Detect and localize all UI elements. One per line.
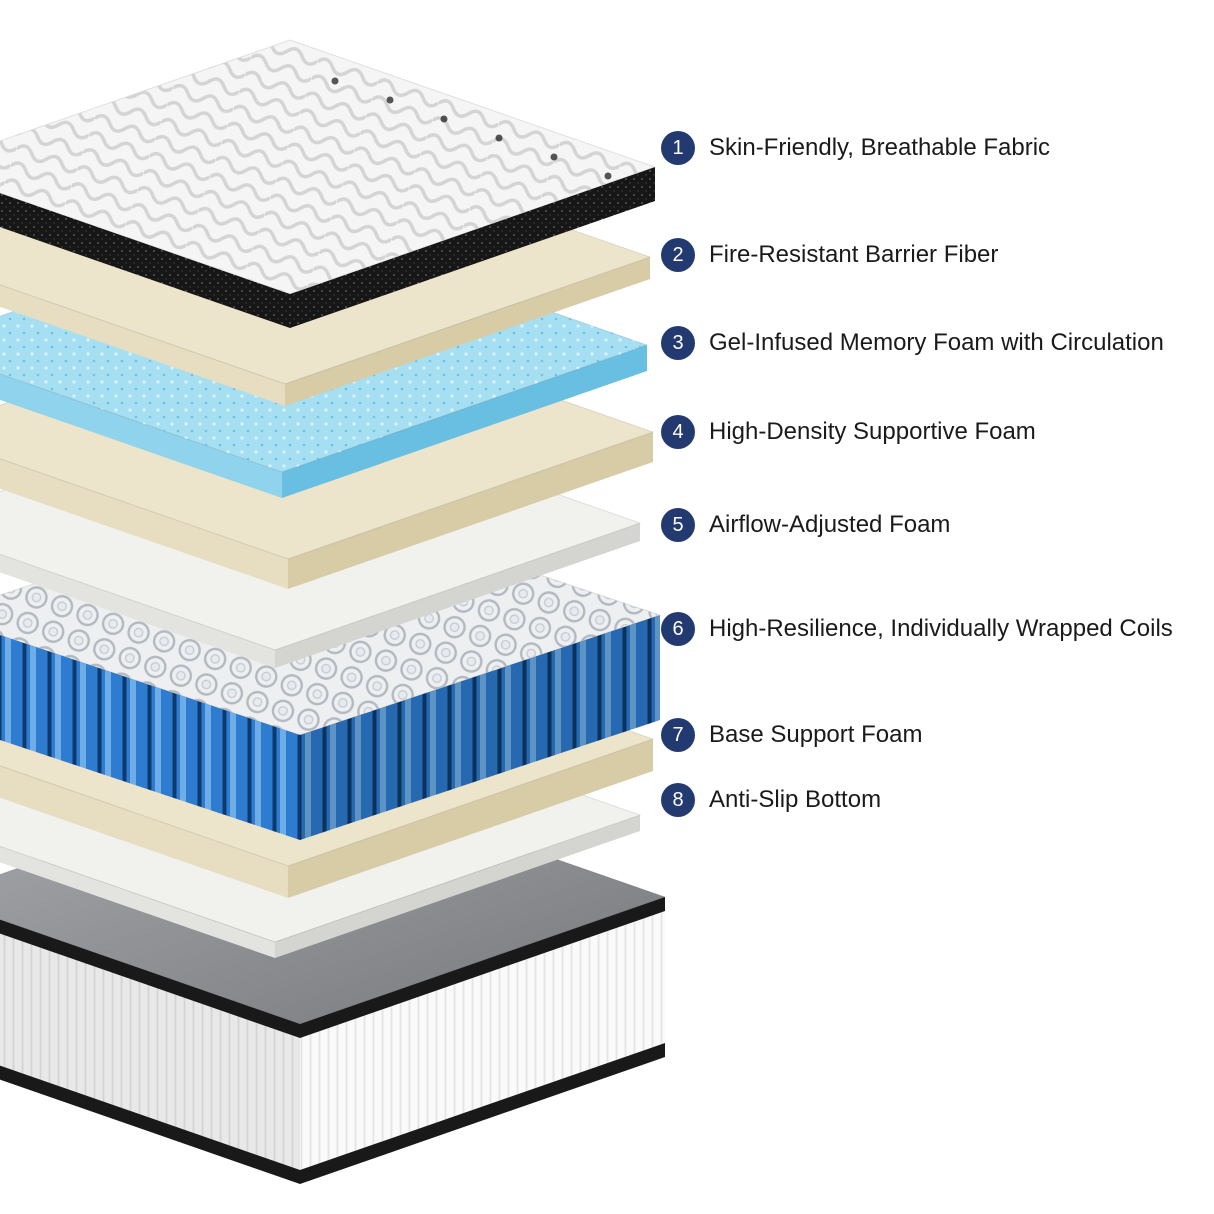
base-left-face bbox=[0, 919, 300, 1184]
fabric-left-edge-tape bbox=[0, 193, 290, 328]
gel-right-face bbox=[282, 345, 647, 498]
layer-number-badge-6: 6 bbox=[661, 612, 695, 646]
layer-1-breathable-fabric bbox=[0, 39, 657, 328]
layer-label-row-4: 4 High-Density Supportive Foam bbox=[661, 415, 1036, 449]
layer-number-badge-4: 4 bbox=[661, 415, 695, 449]
fabric-tufting-dots bbox=[331, 77, 612, 180]
layer-label-7: Base Support Foam bbox=[709, 721, 923, 748]
layer-label-row-5: 5 Airflow-Adjusted Foam bbox=[661, 508, 950, 542]
fabric-right-edge-tape bbox=[290, 167, 655, 328]
layer-number-badge-3: 3 bbox=[661, 326, 695, 360]
layer-label-row-1: 1 Skin-Friendly, Breathable Fabric bbox=[661, 131, 1050, 165]
base-trim-bottom-left bbox=[0, 1065, 300, 1184]
layer-label-1: Skin-Friendly, Breathable Fabric bbox=[709, 134, 1051, 161]
base-trim-top-left bbox=[0, 919, 300, 1038]
base-left-face-shade bbox=[0, 919, 300, 1184]
coils-right-face bbox=[300, 615, 660, 840]
foam7-right-face bbox=[288, 739, 653, 898]
layer-label-8: Anti-Slip Bottom bbox=[709, 786, 882, 813]
foam5-right-face bbox=[275, 523, 640, 668]
layer-number-badge-5: 5 bbox=[661, 508, 695, 542]
foam4-left-face bbox=[0, 458, 288, 589]
layer-label-2: Fire-Resistant Barrier Fiber bbox=[709, 241, 999, 268]
base-trim-bottom-right bbox=[300, 1043, 665, 1184]
sheet-right-face bbox=[275, 815, 640, 958]
base-trim-top-right bbox=[300, 897, 665, 1038]
foam7-left-face bbox=[0, 765, 288, 898]
layer-label-row-6: 6 High-Resilience, Individually Wrapped … bbox=[661, 612, 1173, 646]
layer-number-badge-8: 8 bbox=[661, 783, 695, 817]
layer-number-badge-2: 2 bbox=[661, 238, 695, 272]
layer-label-4: High-Density Supportive Foam bbox=[709, 418, 1036, 445]
layer-label-row-3: 3 Gel-Infused Memory Foam with Circulati… bbox=[661, 326, 1164, 360]
coils-right-face-shade bbox=[300, 615, 660, 840]
base-right-face bbox=[300, 897, 665, 1184]
layer-label-row-8: 8 Anti-Slip Bottom bbox=[661, 783, 881, 817]
sheet-left-face bbox=[0, 846, 275, 958]
fiber-left-face bbox=[0, 284, 285, 406]
layer-label-6: High-Resilience, Individually Wrapped Co… bbox=[709, 615, 1173, 642]
layer-number-badge-1: 1 bbox=[661, 131, 695, 165]
layer-label-row-2: 2 Fire-Resistant Barrier Fiber bbox=[661, 238, 998, 272]
fiber-right-face bbox=[285, 257, 650, 406]
layer-number-badge-7: 7 bbox=[661, 718, 695, 752]
layer-label-5: Airflow-Adjusted Foam bbox=[709, 511, 951, 538]
layer-label-row-7: 7 Base Support Foam bbox=[661, 718, 922, 752]
gel-left-face bbox=[0, 373, 282, 498]
layer-label-3: Gel-Infused Memory Foam with Circulation bbox=[709, 329, 1164, 356]
coils-left-face bbox=[0, 635, 300, 840]
foam4-right-face bbox=[288, 432, 653, 589]
foam5-left-face bbox=[0, 554, 275, 668]
fabric-quilt-texture bbox=[0, 40, 655, 294]
